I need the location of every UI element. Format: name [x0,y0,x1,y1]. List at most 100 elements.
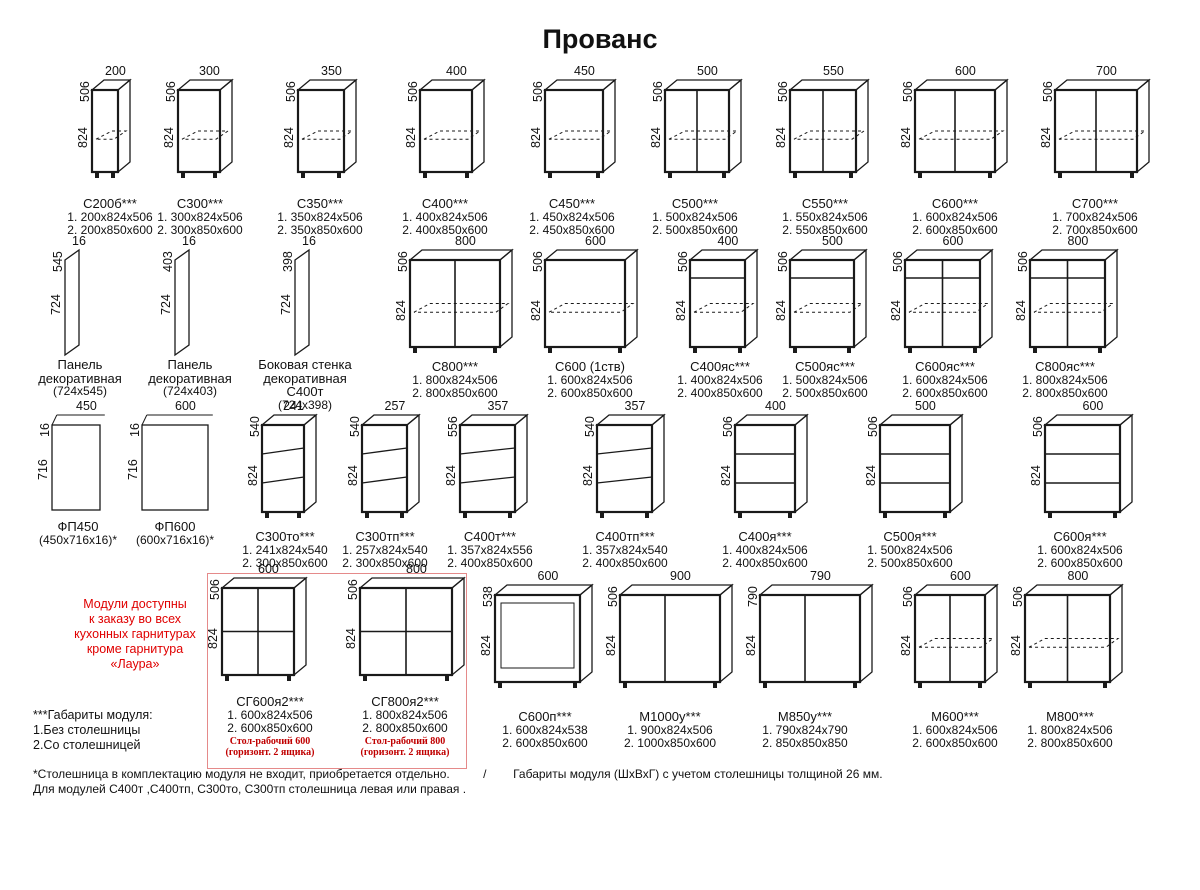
width-dimension: 600 [942,234,964,248]
depth-dimension: 506 [866,416,880,437]
cabinet-side [303,413,317,514]
module-name: С300*** [176,196,224,211]
module-size: 2. 600х850х600 [902,386,988,400]
cabinet-side [579,583,593,684]
cabinet-top [360,414,421,426]
module-size: 1. 257х824х540 [342,542,428,557]
module-size: 2. 450х850х600 [529,223,615,237]
depth-dimension: 506 [606,586,620,607]
width-dimension: 800 [1067,234,1089,248]
width-dimension: 450 [76,399,97,413]
depth-dimension: 506 [1016,251,1030,272]
panel-shape [64,248,80,357]
height-dimension: 724 [279,293,293,315]
cabinet-side [728,78,742,174]
footer-line: Для модулей С400т ,С400тп, С300то, С300т… [33,782,467,796]
depth-dimension: 403 [161,251,175,272]
depth-dimension: 506 [406,81,420,102]
module-size: 2. 600х850х600 [1037,556,1123,570]
height-dimension: 824 [649,127,663,148]
module-size: 2. 300х850х600 [157,223,243,237]
legend-line: 2.Со столешницей [33,738,141,752]
cabinet-drawing [360,413,421,518]
cabinet-drawing [141,414,213,511]
module-name: С700*** [1071,196,1119,211]
height-dimension: 824 [889,300,903,322]
module-name: С400*** [421,196,469,211]
module-size: 1. 241х824х540 [242,542,328,557]
width-dimension: 500 [822,234,843,248]
module-name: С500яс*** [795,359,855,374]
cabinet-drawing [788,78,870,178]
depth-dimension: 506 [651,81,665,102]
module-size: 2. 800х850х600 [1022,386,1108,400]
module-size: 2. 400х850х600 [582,556,668,570]
cabinet-front [758,593,862,684]
depth-dimension: 506 [901,81,915,102]
cabinet-drawing [595,413,666,518]
module-name: С500я*** [883,529,937,544]
height-dimension: 824 [162,127,176,148]
module-size: 1. 790х824х790 [762,722,848,737]
cabinet-drawing [758,583,874,688]
panel-shape [294,248,310,357]
depth-dimension: 506 [284,81,298,102]
module-size: 2. 550х850х600 [782,223,868,237]
module-name: ФП600 [154,519,196,534]
module-size: 2. 500х850х600 [782,386,868,400]
cabinet-front [688,258,747,349]
footer-line: *Столешница в комплектацию модуля не вхо… [33,767,883,781]
width-dimension: 800 [1067,569,1089,583]
module-name: С350*** [296,196,344,211]
module-note: Стол-рабочий 800 [364,735,446,747]
cabinet-front [458,423,517,514]
height-dimension: 724 [49,293,63,315]
cabinet-top [903,249,994,261]
cabinet-top [788,79,870,91]
cabinet-drawing [543,248,639,353]
module-name: Боковая стенка декоративная С400т [258,357,352,399]
cabinet-drawing [458,413,529,518]
module-caption: ФП450(450х716х16)* [13,520,143,547]
module-size: 1. 800х824х506 [1022,372,1108,387]
height-dimension: 824 [719,465,733,487]
module-size: 2. 400х850х600 [722,556,808,570]
module-name: С400т*** [463,529,517,544]
depth-dimension: 506 [891,251,905,272]
cabinet-top [260,414,318,426]
module-name: С300тп*** [355,529,415,544]
cabinet-drawing [1023,583,1124,688]
module-size: 1. 800х824х506 [1027,722,1113,737]
height-dimension: 824 [581,465,595,487]
cabinet-drawing [663,78,743,178]
width-dimension: 790 [810,569,831,583]
module-caption: Боковая стенка декоративная С400т(724х39… [240,358,370,412]
module-size: 1. 900х824х506 [627,722,713,737]
depth-dimension: 540 [348,416,362,437]
module-size: (600х716х16)* [135,532,215,547]
height-dimension: 724 [159,293,173,315]
cabinet-front [360,423,409,514]
cabinet-drawing [688,248,759,353]
cabinet-side [651,413,665,514]
module-size: (724х403) [162,384,218,398]
depth-dimension: 790 [746,586,760,607]
cabinet-side [853,248,867,349]
module-name: С400я*** [738,529,792,544]
cabinet-front [595,423,654,514]
module-name: С450*** [548,196,596,211]
cabinet-front [878,423,952,514]
module-size: (450х716х16)* [38,532,118,547]
module-size: 1. 400х824х506 [677,372,763,387]
module-size: (724х545) [52,384,108,398]
cabinet-drawing [408,248,514,353]
module-note: (горизонт. 2 ящика) [225,746,315,758]
facade-shape [51,424,101,511]
